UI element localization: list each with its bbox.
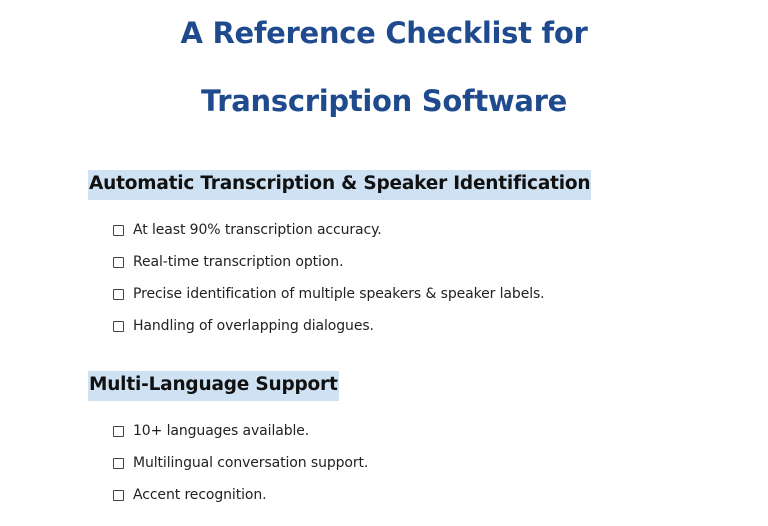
section-heading-multi-language: Multi-Language Support	[88, 371, 339, 401]
checklist-item[interactable]: Handling of overlapping dialogues.	[113, 318, 374, 334]
checklist-item[interactable]: 10+ languages available.	[113, 423, 309, 439]
checkbox-icon[interactable]	[113, 425, 124, 437]
checklist-item-label: Multilingual conversation support.	[133, 455, 369, 471]
checklist-item[interactable]: Real-time transcription option.	[113, 254, 344, 270]
checkbox-icon[interactable]	[113, 224, 124, 236]
checkbox-icon[interactable]	[113, 320, 124, 332]
page-title-line-1: A Reference Checklist for	[180, 16, 588, 50]
checklist-item[interactable]: Accent recognition.	[113, 487, 267, 503]
checkbox-icon[interactable]	[113, 256, 124, 268]
checklist-item-label: Real-time transcription option.	[133, 254, 344, 270]
checklist-item-label: Accent recognition.	[133, 487, 267, 503]
checklist-item[interactable]: At least 90% transcription accuracy.	[113, 222, 382, 238]
checklist-item[interactable]: Precise identification of multiple speak…	[113, 286, 545, 302]
section-heading-transcription: Automatic Transcription & Speaker Identi…	[88, 170, 592, 200]
checklist-item-label: Precise identification of multiple speak…	[133, 286, 545, 302]
checkbox-icon[interactable]	[113, 288, 124, 300]
checklist-item-label: Handling of overlapping dialogues.	[133, 318, 374, 334]
checkbox-icon[interactable]	[113, 457, 124, 469]
page-title-line-2: Transcription Software	[200, 84, 568, 118]
checklist-item[interactable]: Multilingual conversation support.	[113, 455, 368, 471]
checklist-item-label: 10+ languages available.	[133, 423, 310, 439]
checklist-item-label: At least 90% transcription accuracy.	[133, 222, 382, 238]
checkbox-icon[interactable]	[113, 489, 124, 501]
